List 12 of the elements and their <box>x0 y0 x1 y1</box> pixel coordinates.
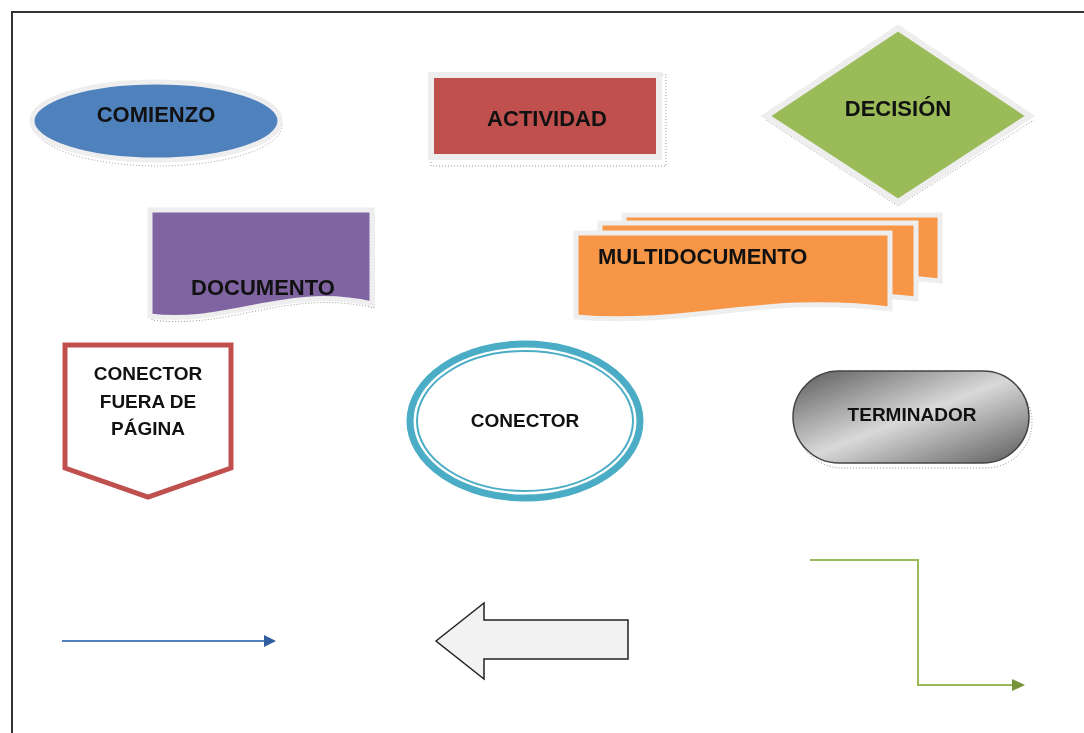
off-page-connector-shape <box>62 342 234 500</box>
shape-label: MULTIDOCUMENTO <box>598 243 808 271</box>
shape-label: TERMINADOR <box>847 403 977 428</box>
decision-diamond <box>762 24 1034 208</box>
shape-label: DECISIÓN <box>844 95 952 124</box>
shape-label: DOCUMENTO <box>191 274 335 303</box>
shape-label: CONECTOR FUERA DE PÁGINA <box>92 362 204 442</box>
terminator-shape <box>792 370 1032 468</box>
shape-label: COMIENZO <box>96 101 216 130</box>
shape-label: ACTIVIDAD <box>487 105 607 134</box>
shape-label: CONECTOR <box>470 409 580 434</box>
connector-ellipse <box>406 340 644 502</box>
